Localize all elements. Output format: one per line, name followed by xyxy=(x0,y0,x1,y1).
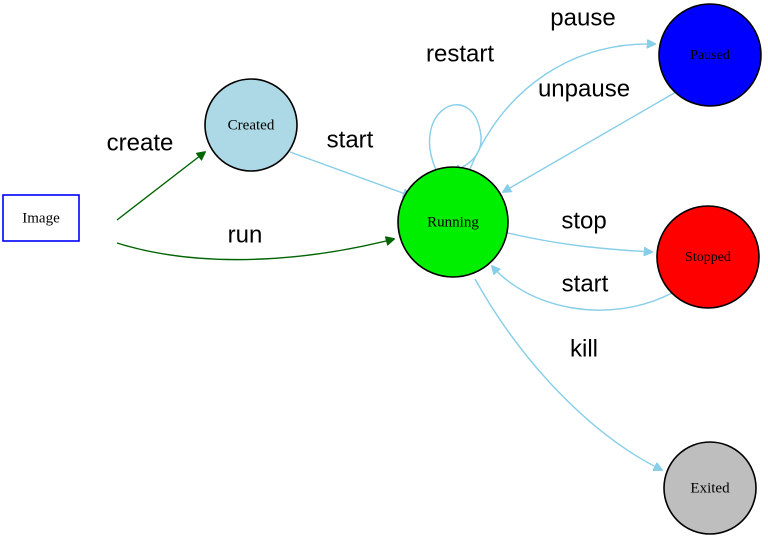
node-exited-label: Exited xyxy=(690,480,730,496)
node-paused-shape xyxy=(658,3,762,107)
node-running-label: Running xyxy=(427,214,479,230)
edge-path-create xyxy=(116,152,205,221)
edge-label-start-created: start xyxy=(327,126,374,153)
edge-path-stop xyxy=(507,232,652,252)
edge-label-kill: kill xyxy=(570,335,598,362)
edge-path-run xyxy=(116,239,394,261)
edge-label-group: create run start restart pause unpause s… xyxy=(107,4,630,362)
node-exited-shape xyxy=(663,441,757,535)
node-stopped-shape xyxy=(656,205,760,309)
edge-label-unpause: unpause xyxy=(538,75,630,102)
edge-path-pause xyxy=(469,44,655,170)
node-image[interactable]: Image xyxy=(2,194,80,242)
node-image-label: Image xyxy=(22,210,60,226)
edge-label-pause: pause xyxy=(550,4,615,31)
node-stopped[interactable]: Stopped xyxy=(656,205,760,309)
edge-path-kill xyxy=(474,278,662,470)
node-stopped-label: Stopped xyxy=(685,250,731,265)
edge-label-start-stopped: start xyxy=(562,270,609,297)
node-paused[interactable]: Paused xyxy=(658,3,762,107)
node-image-shape xyxy=(2,194,80,242)
edge-path-unpause xyxy=(503,91,677,192)
edge-path-start-created xyxy=(289,151,411,196)
edge-label-restart: restart xyxy=(426,40,494,67)
edge-path-restart xyxy=(429,104,482,172)
node-paused-label: Paused xyxy=(690,48,730,63)
node-running-shape xyxy=(397,166,509,278)
edge-path-start-stopped xyxy=(492,266,673,311)
node-created[interactable]: Created xyxy=(204,78,298,172)
edge-group xyxy=(116,44,677,470)
node-created-shape xyxy=(204,78,298,172)
edge-label-stop: stop xyxy=(561,207,606,234)
node-group: Image Created Running Paused Stopped xyxy=(2,3,762,535)
node-exited[interactable]: Exited xyxy=(663,441,757,535)
edge-label-run: run xyxy=(228,221,263,248)
edge-label-create: create xyxy=(107,129,174,156)
node-created-label: Created xyxy=(228,117,275,133)
node-running[interactable]: Running xyxy=(397,166,509,278)
